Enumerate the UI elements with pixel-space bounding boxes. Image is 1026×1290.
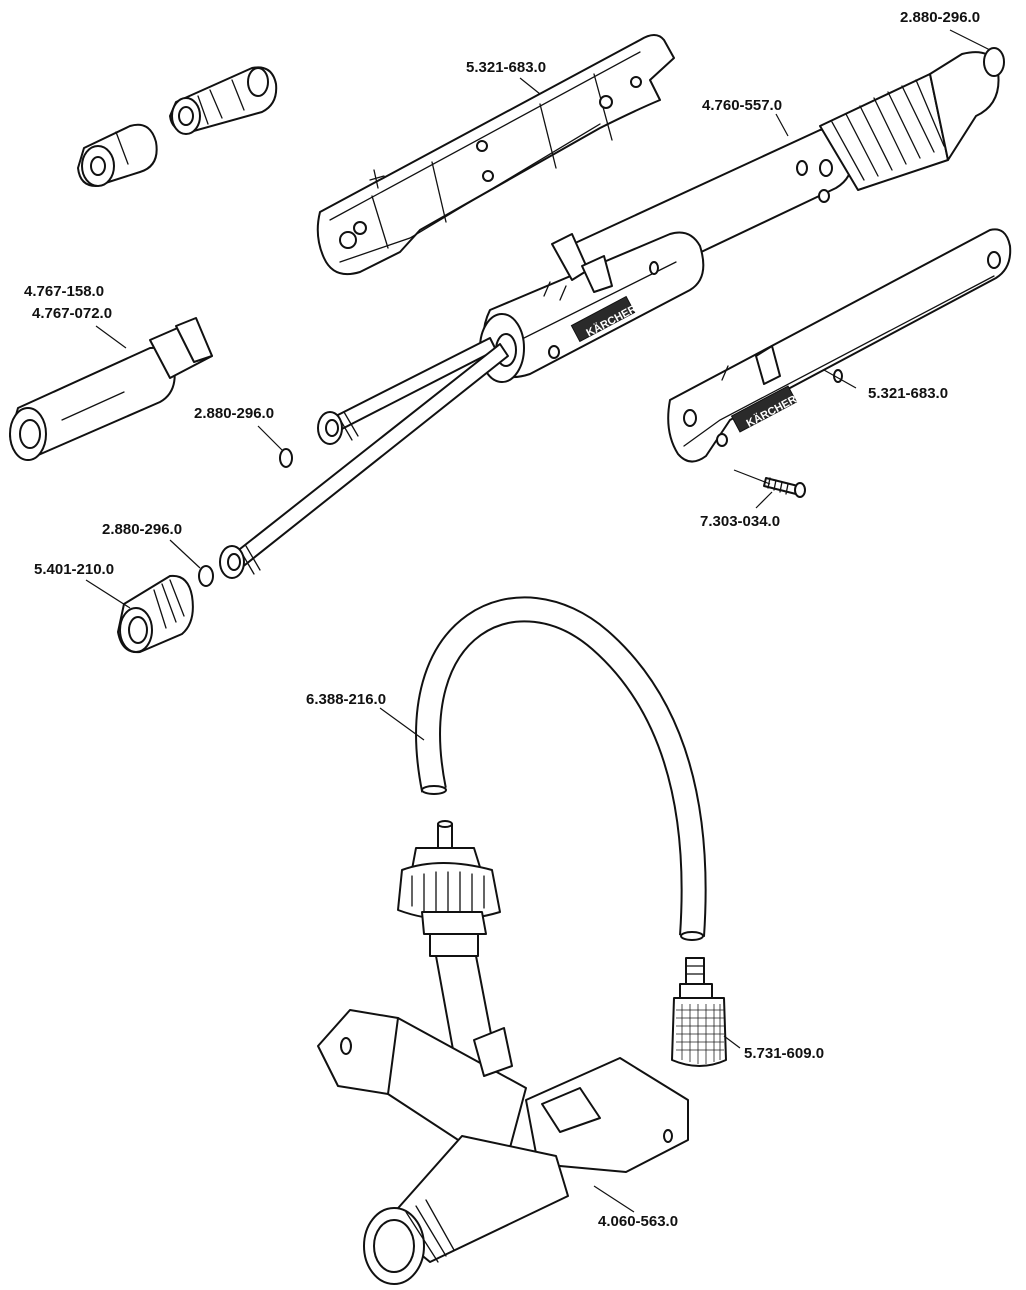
label-oring-top: 2.880-296.0 [900,9,980,26]
label-lance-body: 4.760-557.0 [702,97,782,114]
injector-body-drawing [317,820,689,1285]
hose-drawing [415,596,707,941]
spray-tubes-drawing [219,337,509,579]
screw-drawing [763,477,806,498]
label-nozzle: 4.767-072.0 [32,305,112,322]
filter-drawing [671,957,727,1067]
label-oring-mid: 2.880-296.0 [194,405,274,422]
part-labels: 2.880-296.0 5.321-683.0 4.760-557.0 4.76… [24,9,980,1230]
leader-lines [85,29,991,1213]
label-handle-half-top: 5.321-683.0 [466,59,546,76]
label-oring-low: 2.880-296.0 [102,521,182,538]
label-screw: 7.303-034.0 [700,513,780,530]
handle-assembly-drawing: KÄRCHER [479,231,705,383]
coupler-plug-drawing [169,66,278,135]
label-filter: 5.731-609.0 [744,1045,824,1062]
oring-top-drawing [983,47,1005,77]
handle-half-top-drawing [316,34,675,276]
label-handle-half-bottom: 5.321-683.0 [868,385,948,402]
label-injector-body: 4.060-563.0 [598,1213,678,1230]
coupler-sleeve-drawing [77,123,158,187]
nozzle-cap-drawing [117,574,194,654]
label-nozzle-bold: 4.767-158.0 [24,283,104,300]
filter-mesh [676,1004,724,1064]
label-hose: 6.388-216.0 [306,691,386,708]
oring-low-drawing [198,565,214,587]
oring-mid-drawing [279,448,293,468]
label-nozzle-cap: 5.401-210.0 [34,561,114,578]
handle-half-bottom-drawing: KÄRCHER [667,228,1012,463]
nozzle-drawing [9,317,213,461]
